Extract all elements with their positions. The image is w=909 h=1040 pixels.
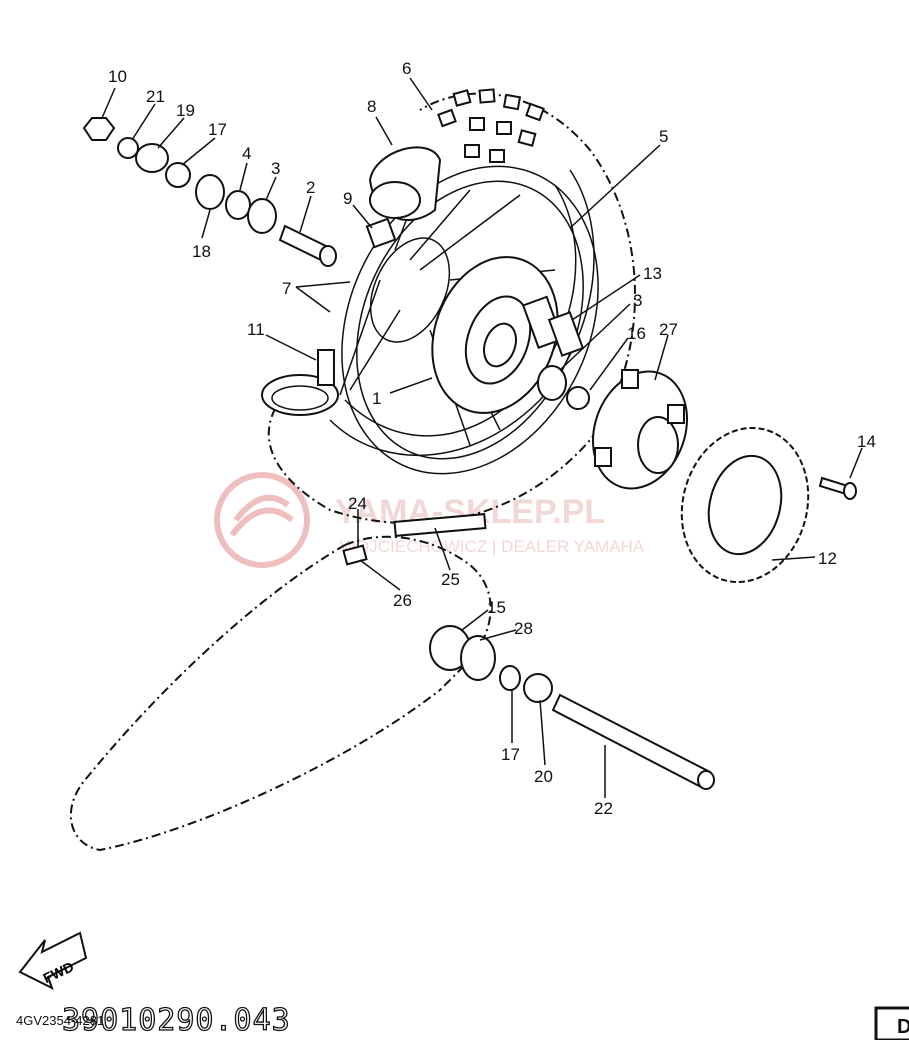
tire-tread <box>437 88 545 163</box>
sprocket-hub <box>591 369 689 490</box>
overlay-code: 39010290.043 <box>62 1003 291 1038</box>
callout-12: 12 <box>818 549 837 568</box>
callout-14: 14 <box>857 432 876 451</box>
callout-4: 4 <box>242 144 251 163</box>
plate-20 <box>523 673 553 703</box>
callout-17: 17 <box>501 745 520 764</box>
callout-10: 11 <box>247 320 265 339</box>
axle-stack-bottom <box>429 625 715 790</box>
callout-24: 24 <box>348 494 367 513</box>
watermark-subtitle: WOJCIECHOWICZ | DEALER YAMAHA <box>340 537 645 556</box>
plate-21 <box>135 143 169 173</box>
bearing-4 <box>225 190 251 220</box>
tube-valve <box>365 217 397 249</box>
callout-25: 25 <box>441 570 460 589</box>
figure-code: 4GV2354-4281 <box>16 1013 104 1028</box>
bearing-3-right <box>537 365 567 401</box>
callout-3: 3 <box>271 159 280 178</box>
corner-label-box: D <box>874 1006 909 1040</box>
brake-hub <box>431 256 585 414</box>
watermark-logo-mark <box>229 494 294 537</box>
callout-5: 5 <box>659 127 668 146</box>
corner-label: D <box>897 1016 909 1038</box>
bearing-3 <box>247 198 277 234</box>
rear-wheel <box>339 165 599 475</box>
spacer-28 <box>460 635 496 681</box>
callout-26: 26 <box>393 591 412 610</box>
callout-23: 21 <box>146 87 165 106</box>
callout-21: 19 <box>176 101 195 120</box>
callout-15: 15 <box>487 598 506 617</box>
callout-28: 28 <box>514 619 533 638</box>
axle-22 <box>551 693 712 790</box>
sprocket <box>680 426 810 584</box>
callout-11: 10 <box>108 67 127 86</box>
callout-9: 9 <box>343 189 352 208</box>
fwd-arrow: FWD <box>18 931 88 991</box>
collar-16 <box>566 386 590 410</box>
callout-labels: 10 21 19 17 4 3 2 18 6 8 9 7 11 1 5 13 3… <box>108 59 876 818</box>
drive-chain <box>69 535 492 852</box>
rear-tire <box>267 88 636 525</box>
callout-3-right: 3 <box>633 291 642 310</box>
callout-2: 2 <box>306 178 315 197</box>
adjuster-17 <box>499 665 521 691</box>
flap <box>261 349 339 416</box>
callout-20: 20 <box>534 767 553 786</box>
callout-8: 8 <box>367 97 376 116</box>
callout-22: 22 <box>594 799 613 818</box>
washer-23 <box>117 137 139 159</box>
callout-1: 1 <box>372 389 381 408</box>
callout-7: 6 <box>402 59 411 78</box>
callout-27: 27 <box>659 320 678 339</box>
callout-6: 7 <box>282 279 291 298</box>
callout-18: 17 <box>208 120 227 139</box>
seal-19 <box>195 174 225 210</box>
rim-band <box>368 146 442 221</box>
leader-lines <box>101 77 863 798</box>
callout-13: 13 <box>643 264 662 283</box>
callout-16: 16 <box>627 324 646 343</box>
callout-19: 18 <box>192 242 211 261</box>
bolt-14 <box>818 476 857 500</box>
nut-11 <box>82 117 116 141</box>
axle-stack-right <box>537 365 590 410</box>
axle-stack-left <box>82 117 337 267</box>
watermark-logo <box>214 472 310 568</box>
collar-18 <box>165 162 191 188</box>
